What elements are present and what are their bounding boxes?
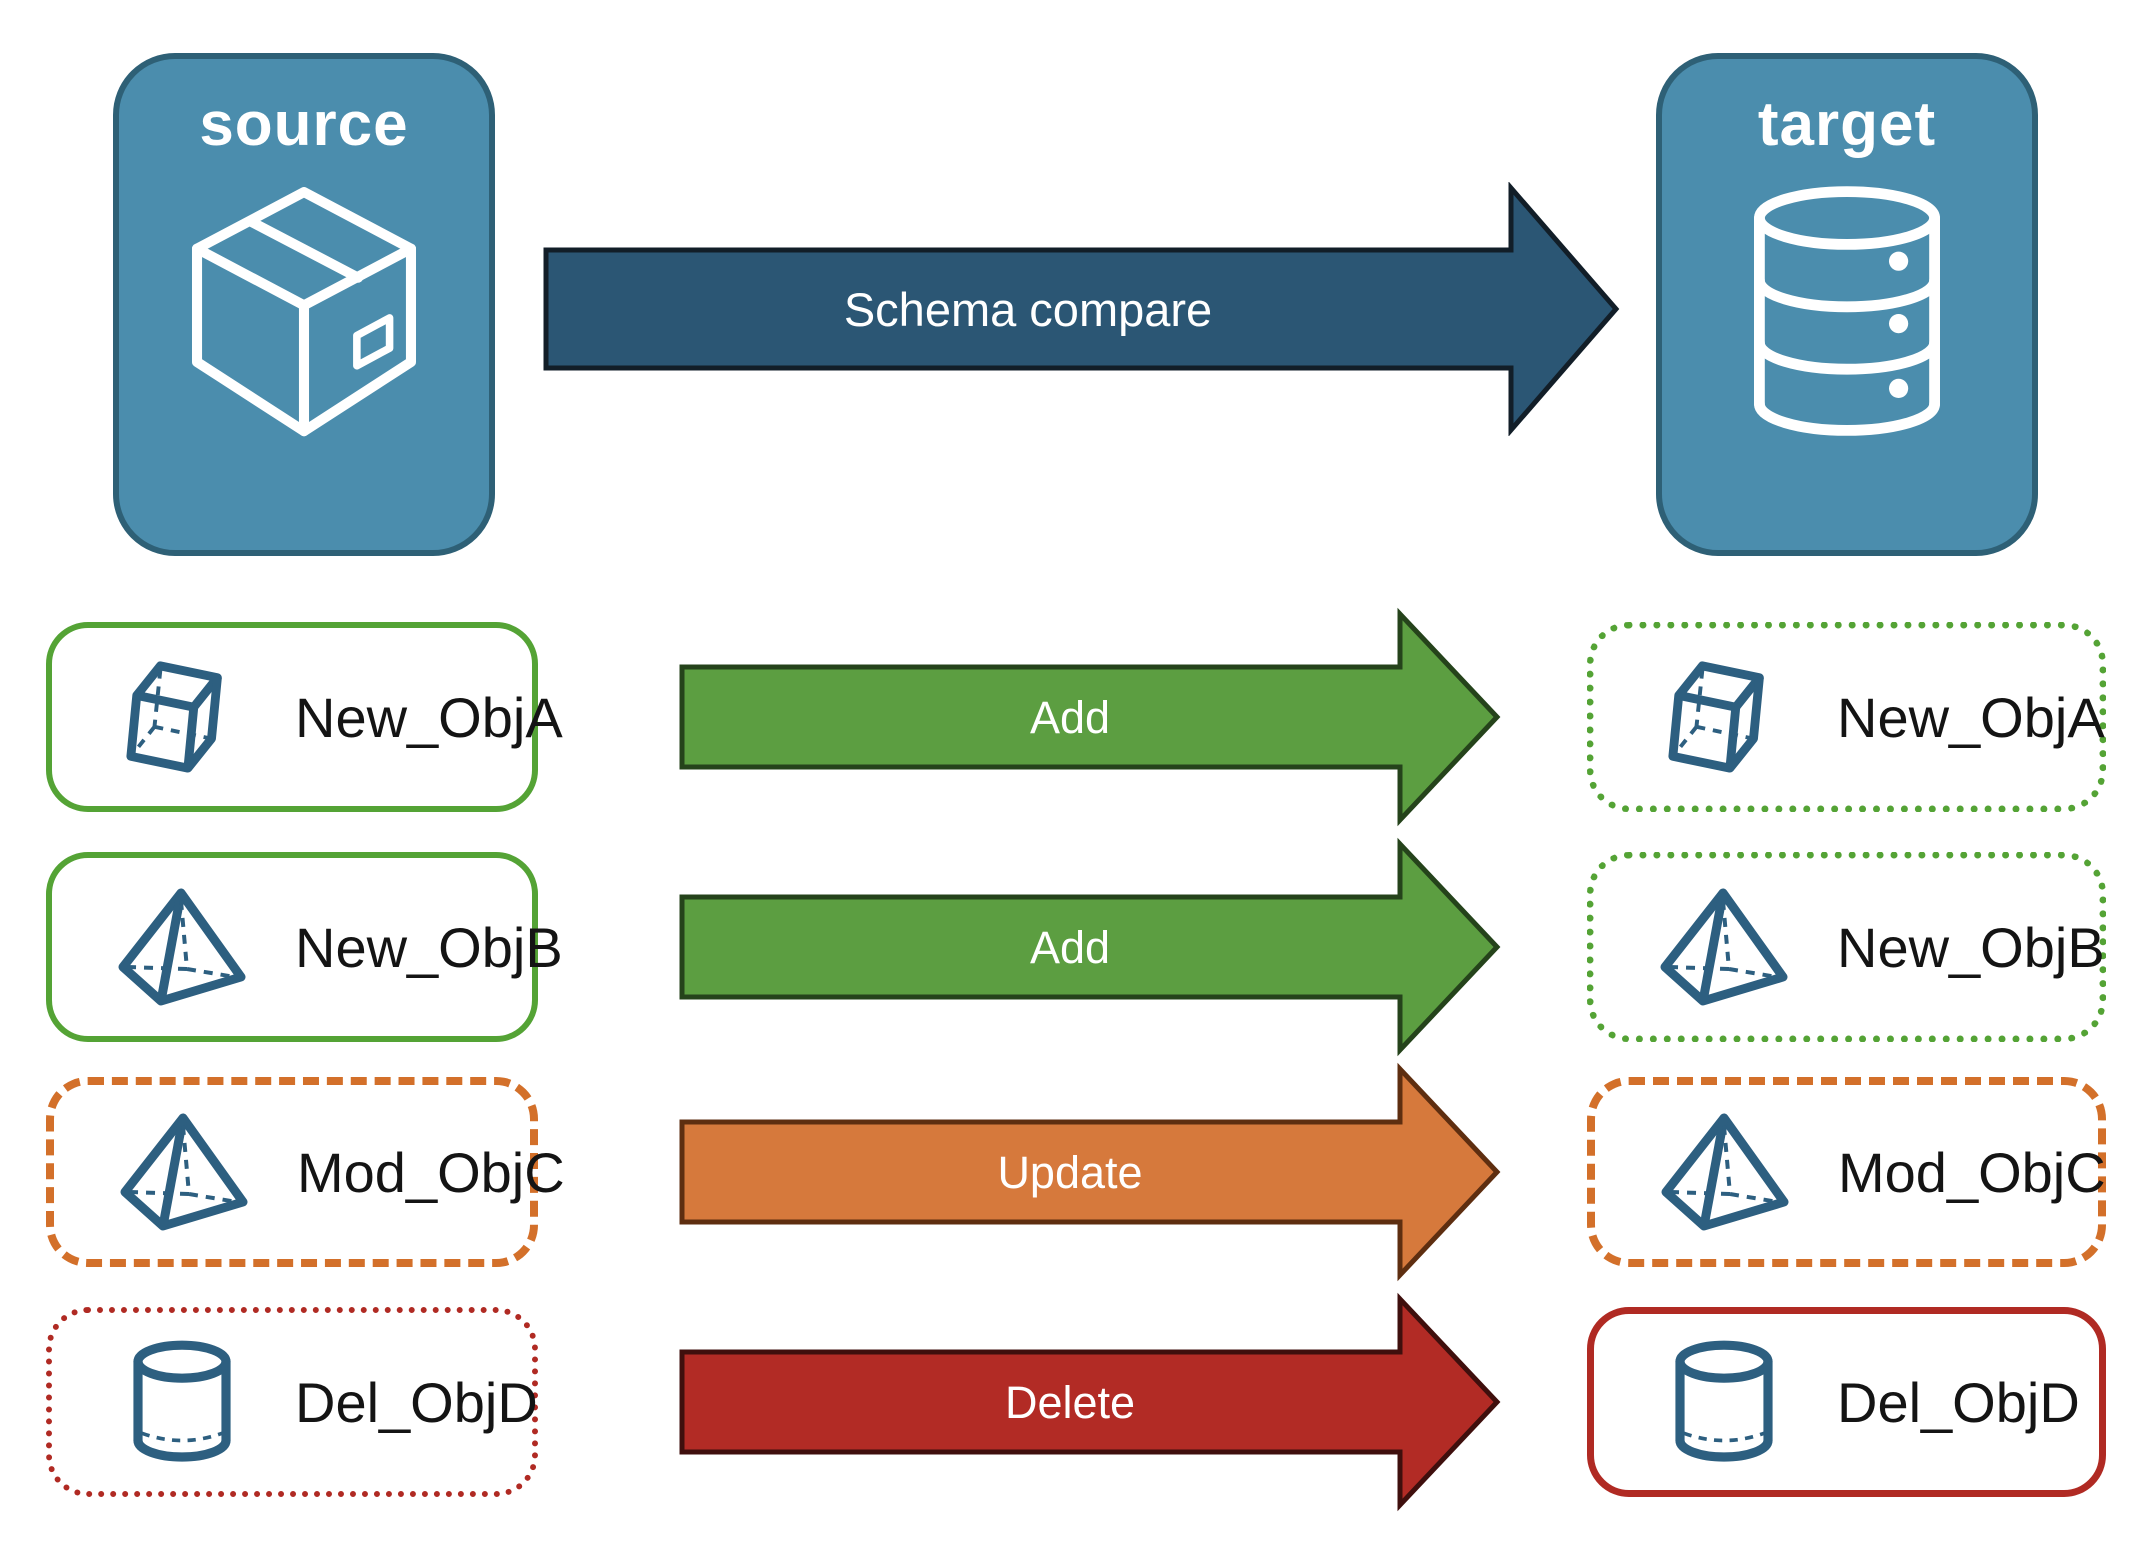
cylinder-icon: [114, 1336, 249, 1468]
action-label: Delete: [1005, 1377, 1135, 1428]
cube-icon: [114, 658, 249, 776]
pyramid-icon: [1656, 887, 1791, 1007]
source-label: source: [199, 90, 409, 159]
object-label: Del_ObjD: [295, 1370, 538, 1434]
target-label: target: [1757, 90, 1937, 159]
target-object-card: New_ObjB: [1587, 852, 2106, 1042]
object-label: Mod_ObjC: [297, 1140, 565, 1204]
object-label: New_ObjA: [295, 685, 563, 749]
target-object-card: Del_ObjD: [1587, 1307, 2106, 1497]
target-object-card: Mod_ObjC: [1587, 1077, 2106, 1267]
pyramid-icon: [114, 887, 249, 1007]
add-arrow: Add: [679, 837, 1501, 1057]
add-arrow: Add: [679, 607, 1501, 827]
object-label: Del_ObjD: [1837, 1370, 2080, 1434]
object-label: New_ObjA: [1837, 685, 2105, 749]
object-label: Mod_ObjC: [1838, 1140, 2106, 1204]
cylinder-icon: [1656, 1336, 1791, 1468]
row-new-objb: New_ObjB Add New_ObjB: [0, 837, 2150, 1057]
object-label: New_ObjB: [295, 915, 563, 979]
source-object-card: New_ObjA: [46, 622, 563, 812]
database-icon: [1754, 186, 1940, 436]
source-node: source: [113, 53, 495, 556]
schema-compare-arrow: Schema compare: [543, 182, 1620, 436]
pyramid-icon: [116, 1112, 251, 1232]
source-object-card: Del_ObjD: [46, 1307, 538, 1497]
action-label: Add: [1030, 922, 1110, 973]
target-node: target: [1656, 53, 2038, 556]
cube-icon: [1656, 658, 1791, 776]
object-label: New_ObjB: [1837, 915, 2105, 979]
action-label: Add: [1030, 692, 1110, 743]
delete-arrow: Delete: [679, 1292, 1501, 1512]
row-mod-objc: Mod_ObjC Update Mod_ObjC: [0, 1062, 2150, 1282]
target-object-card: New_ObjA: [1587, 622, 2106, 812]
row-del-objd: Del_ObjD Delete Del_: [0, 1292, 2150, 1512]
row-new-obja: New_ObjA Add New_ObjA: [0, 607, 2150, 827]
source-object-card: New_ObjB: [46, 852, 563, 1042]
package-box-icon: [191, 187, 417, 437]
schema-compare-label: Schema compare: [844, 283, 1212, 336]
action-label: Update: [997, 1147, 1142, 1198]
pyramid-icon: [1657, 1112, 1792, 1232]
update-arrow: Update: [679, 1062, 1501, 1282]
source-object-card: Mod_ObjC: [46, 1077, 565, 1267]
